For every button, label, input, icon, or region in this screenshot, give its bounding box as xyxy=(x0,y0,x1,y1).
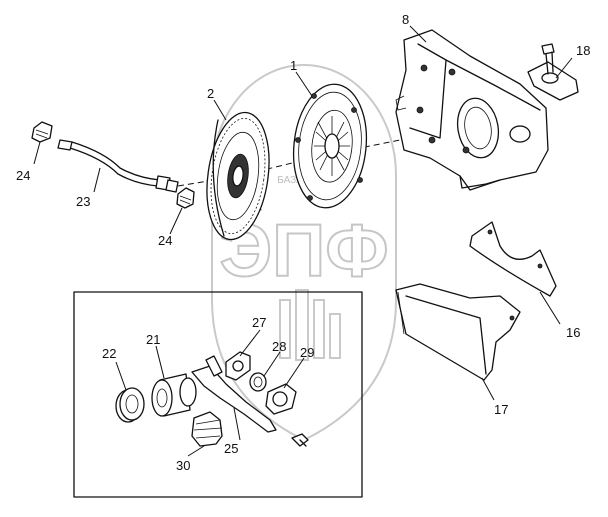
callout-21: 21 xyxy=(146,332,160,347)
callout-18: 18 xyxy=(576,43,590,58)
callout-24-bottom: 24 xyxy=(158,233,172,248)
fork-pivot-pin xyxy=(291,433,309,447)
part-16-dust-cover xyxy=(469,221,557,297)
callout-17: 17 xyxy=(494,402,508,417)
callout-23: 23 xyxy=(76,194,90,209)
leader-lines xyxy=(33,25,573,457)
callout-1: 1 xyxy=(290,58,297,73)
part-8-clutch-housing xyxy=(395,29,549,191)
part-1-pressure-plate xyxy=(292,83,368,209)
part-24-fitting-top xyxy=(31,121,53,143)
release-mechanism-box xyxy=(73,291,363,498)
callout-labels: 1 2 8 18 16 17 24 23 24 22 21 27 28 29 3… xyxy=(16,12,590,473)
part-28-bushing xyxy=(249,372,267,392)
callout-16: 16 xyxy=(566,325,580,340)
callout-28: 28 xyxy=(272,339,286,354)
part-27-flange xyxy=(225,351,251,381)
callout-22: 22 xyxy=(102,346,116,361)
callout-29: 29 xyxy=(300,345,314,360)
callout-2: 2 xyxy=(207,86,214,101)
part-23-hose xyxy=(57,139,179,193)
part-24-fitting-bottom xyxy=(176,187,195,209)
callout-24-top: 24 xyxy=(16,168,30,183)
part-25-release-fork xyxy=(191,355,277,433)
part-30-rubber-boot xyxy=(191,411,223,447)
callout-25: 25 xyxy=(224,441,238,456)
watermark-buildings xyxy=(279,289,341,361)
callout-30: 30 xyxy=(176,458,190,473)
part-18-bolt-and-plate xyxy=(527,43,579,101)
part-22-seal-ring xyxy=(115,387,145,423)
part-2-clutch-disc xyxy=(206,111,270,241)
part-17-lower-cover xyxy=(395,283,521,381)
callout-8: 8 xyxy=(402,12,409,27)
callout-27: 27 xyxy=(252,315,266,330)
part-21-release-bearing xyxy=(151,373,197,417)
part-29-flange xyxy=(265,383,297,415)
